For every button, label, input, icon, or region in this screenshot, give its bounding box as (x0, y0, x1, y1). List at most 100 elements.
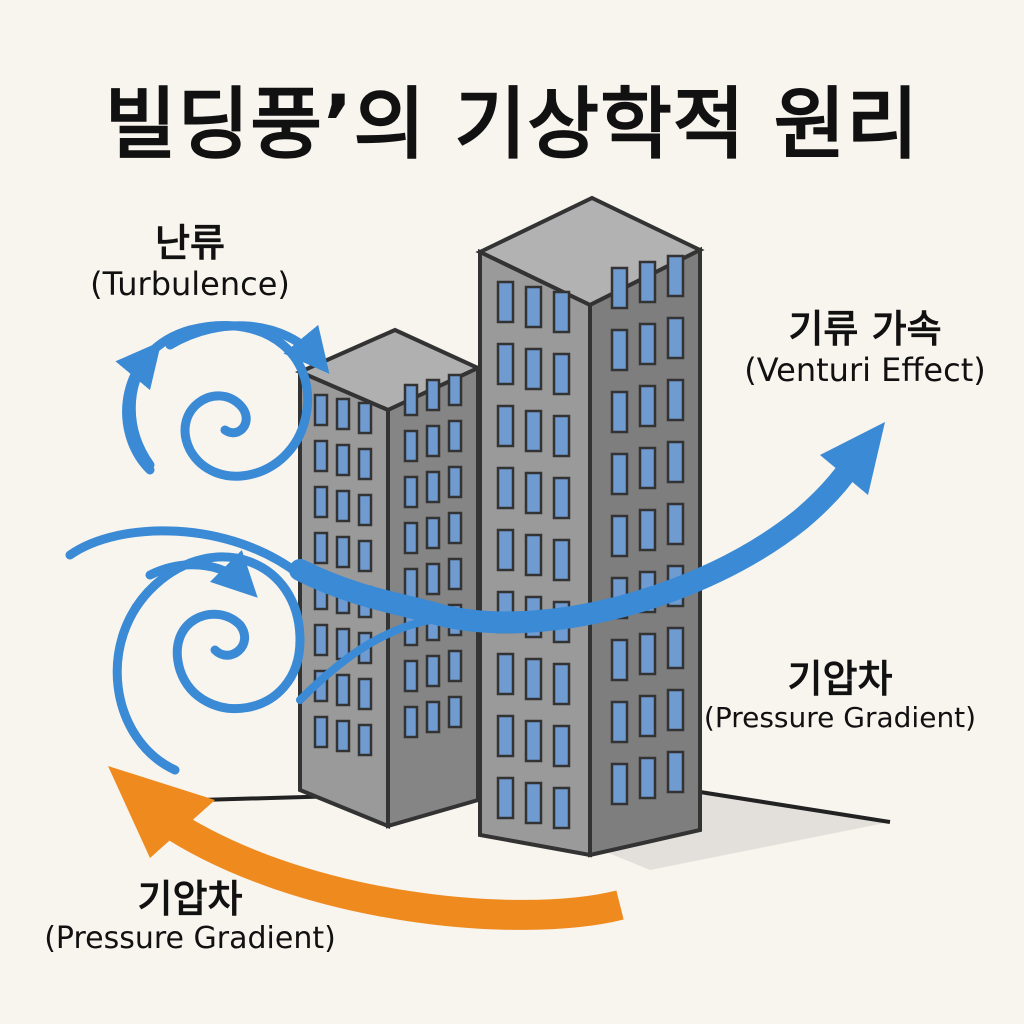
label-pressure-bottom-en: (Pressure Gradient) (44, 920, 336, 956)
label-pressure-right: 기압차 (Pressure Gradient) (700, 657, 980, 734)
window (552, 352, 571, 396)
window (524, 781, 543, 825)
window (313, 393, 329, 427)
window (313, 715, 329, 749)
window (403, 567, 419, 601)
window (666, 626, 685, 670)
swirl-upper-left (115, 341, 162, 470)
window (496, 714, 515, 758)
window (552, 662, 571, 706)
window (666, 316, 685, 360)
window (610, 452, 629, 496)
window (403, 705, 419, 739)
window (403, 383, 419, 417)
window (552, 476, 571, 520)
label-turbulence-en: (Turbulence) (90, 264, 290, 303)
window (447, 649, 463, 683)
swirl-lower-arrow (145, 550, 258, 598)
window (447, 695, 463, 729)
window (524, 657, 543, 701)
swirl-lower (112, 552, 305, 775)
window (313, 439, 329, 473)
window (638, 322, 657, 366)
window (552, 724, 571, 768)
window (403, 475, 419, 509)
window (496, 342, 515, 386)
label-pressure-bottom: 기압차 (Pressure Gradient) (30, 877, 350, 956)
window (666, 254, 685, 298)
window (403, 659, 419, 693)
window (524, 533, 543, 577)
window (638, 446, 657, 490)
window (357, 539, 373, 573)
swirl-upper-arc (165, 321, 330, 374)
window (313, 623, 329, 657)
window (357, 447, 373, 481)
window (357, 401, 373, 435)
window (552, 290, 571, 334)
turbulence-swirls (65, 321, 330, 775)
window (524, 471, 543, 515)
window (425, 516, 441, 550)
label-pressure-right-en: (Pressure Gradient) (703, 700, 977, 734)
venturi-airflow-arrow (289, 422, 885, 704)
window (610, 700, 629, 744)
window (610, 638, 629, 682)
window (357, 677, 373, 711)
window (496, 404, 515, 448)
window (335, 673, 351, 707)
window (425, 562, 441, 596)
window (610, 328, 629, 372)
window (403, 521, 419, 555)
window (524, 719, 543, 763)
window (552, 414, 571, 458)
window (666, 378, 685, 422)
window (447, 511, 463, 545)
window (335, 719, 351, 753)
window (610, 390, 629, 434)
window (425, 424, 441, 458)
window (335, 535, 351, 569)
window (666, 688, 685, 732)
swirl-upper (122, 321, 313, 481)
window (496, 528, 515, 572)
window (357, 493, 373, 527)
window (357, 723, 373, 757)
window (335, 489, 351, 523)
swirl-lower-tail (65, 526, 305, 580)
window (552, 538, 571, 582)
window (496, 776, 515, 820)
building-right (475, 195, 705, 858)
window (496, 652, 515, 696)
label-pressure-right-ko: 기압차 (787, 657, 893, 701)
window (496, 280, 515, 324)
window (425, 378, 441, 412)
window (610, 266, 629, 310)
window (447, 557, 463, 591)
window (335, 397, 351, 431)
window (425, 654, 441, 688)
window (425, 470, 441, 504)
window (447, 419, 463, 453)
window (666, 440, 685, 484)
window (666, 502, 685, 546)
label-turbulence-ko: 난류 (155, 221, 225, 265)
window (638, 508, 657, 552)
diagram-title: 빌딩풍’의 기상학적 원리 (104, 80, 920, 170)
window (524, 409, 543, 453)
window (638, 694, 657, 738)
label-pressure-bottom-ko: 기압차 (137, 877, 243, 921)
label-venturi-en: (Venturi Effect) (744, 350, 986, 389)
pressure-gradient-arrow (108, 766, 624, 930)
window (610, 762, 629, 806)
window (313, 485, 329, 519)
label-venturi: 기류 가속 (Venturi Effect) (720, 307, 1010, 389)
window (638, 756, 657, 800)
window (313, 531, 329, 565)
window (610, 514, 629, 558)
window (552, 786, 571, 830)
label-venturi-ko: 기류 가속 (788, 307, 942, 351)
window (638, 632, 657, 676)
window (335, 443, 351, 477)
